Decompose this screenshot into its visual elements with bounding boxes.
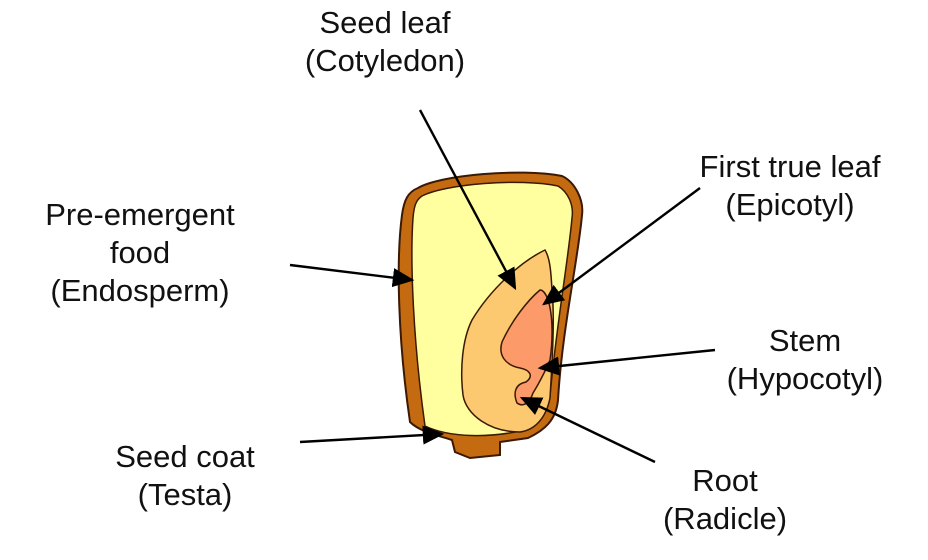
label-seed-leaf-name: Seed leaf: [280, 4, 490, 42]
label-seed-leaf-term: (Cotyledon): [280, 42, 490, 80]
label-pre-emergent-food-name2: food: [10, 234, 270, 272]
label-root: Root (Radicle): [615, 462, 835, 538]
label-root-term: (Radicle): [615, 500, 835, 538]
label-pre-emergent-food: Pre-emergent food (Endosperm): [10, 196, 270, 310]
label-stem: Stem (Hypocotyl): [690, 322, 920, 398]
label-seed-coat-name: Seed coat: [80, 438, 290, 476]
label-stem-name: Stem: [690, 322, 920, 360]
label-first-true-leaf-term: (Epicotyl): [660, 186, 920, 224]
label-seed-coat: Seed coat (Testa): [80, 438, 290, 514]
label-first-true-leaf: First true leaf (Epicotyl): [660, 148, 920, 224]
label-seed-leaf: Seed leaf (Cotyledon): [280, 4, 490, 80]
label-first-true-leaf-name: First true leaf: [660, 148, 920, 186]
label-stem-term: (Hypocotyl): [690, 360, 920, 398]
label-root-name: Root: [615, 462, 835, 500]
arrow-endosperm: [290, 265, 412, 280]
label-pre-emergent-food-term: (Endosperm): [10, 272, 270, 310]
arrow-stem: [540, 350, 715, 368]
label-seed-coat-term: (Testa): [80, 476, 290, 514]
arrow-seed-coat: [300, 434, 442, 442]
label-pre-emergent-food-name: Pre-emergent: [10, 196, 270, 234]
